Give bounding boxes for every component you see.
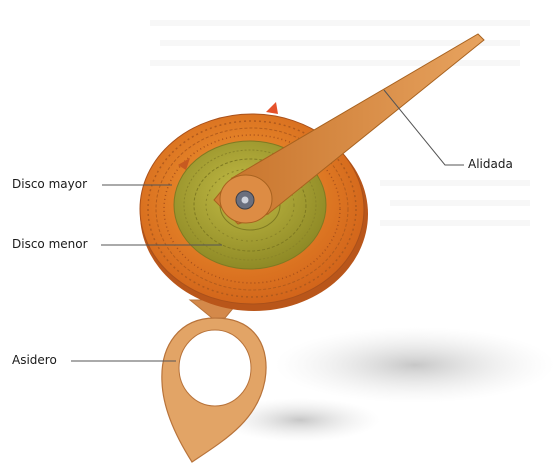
asidero-shape <box>162 300 266 462</box>
shadow <box>275 327 555 403</box>
label-alidada: Alidada <box>468 157 513 171</box>
label-disco-menor: Disco menor <box>12 237 88 251</box>
label-asidero: Asidero <box>12 353 57 367</box>
label-disco-mayor: Disco mayor <box>12 177 87 191</box>
